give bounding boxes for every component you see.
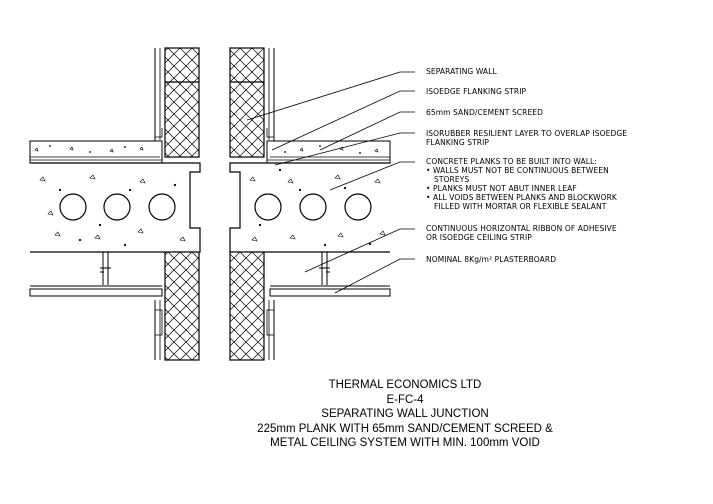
- label-flanking-strip: ISOEDGE FLANKING STRIP: [426, 87, 527, 96]
- label-resilient-layer-cont: FLANKING STRIP: [426, 138, 490, 147]
- title-block: THERMAL ECONOMICS LTD E-FC-4 SEPARATING …: [200, 378, 610, 451]
- label-planks-note-3: • ALL VOIDS BETWEEN PLANKS AND BLOCKWORK: [426, 193, 617, 202]
- label-separating-wall: SEPARATING WALL: [426, 67, 497, 76]
- label-planks-note-1: • WALLS MUST NOT BE CONTINUOUS BETWEEN: [426, 166, 609, 175]
- label-plasterboard: NOMINAL 8Kg/m² PLASTERBOARD: [426, 255, 557, 264]
- right-screed: [266, 140, 391, 164]
- left-wall-upper: [154, 47, 200, 158]
- left-ceiling: [29, 252, 163, 297]
- label-adhesive-ribbon: CONTINUOUS HORIZONTAL RIBBON OF ADHESIVE: [426, 224, 617, 233]
- left-wall-lower: [154, 249, 200, 361]
- leader-lines: [246, 71, 415, 294]
- right-concrete-plank: [229, 162, 390, 253]
- drawing-subtitle-2: METAL CEILING SYSTEM WITH MIN. 100mm VOI…: [270, 437, 540, 449]
- label-resilient-layer: ISORUBBER RESILIENT LAYER TO OVERLAP ISO…: [426, 129, 628, 138]
- drawing-subtitle-1: 225mm PLANK WITH 65mm SAND/CEMENT SCREED…: [257, 422, 553, 435]
- company-name: THERMAL ECONOMICS LTD: [328, 379, 482, 391]
- right-wall-lower: [229, 249, 275, 361]
- label-adhesive-ribbon-cont: OR ISOEDGE CEILING STRIP: [426, 233, 532, 242]
- label-planks-note-2: • PLANKS MUST NOT ABUT INNER LEAF: [426, 184, 577, 193]
- label-concrete-planks: CONCRETE PLANKS TO BE BUILT INTO WALL:: [426, 157, 597, 166]
- label-screed: 65mm SAND/CEMENT SCREED: [426, 108, 544, 117]
- right-wall-upper: [229, 47, 275, 158]
- label-planks-note-1-cont: STOREYS: [434, 175, 470, 184]
- right-ceiling: [269, 252, 391, 297]
- left-concrete-plank: [30, 162, 201, 253]
- concrete-aggregate: [34, 145, 386, 247]
- left-screed: [29, 140, 163, 164]
- drawing-code: E-FC-4: [386, 393, 424, 406]
- label-planks-note-3-cont: FILLED WITH MORTAR OR FLEXIBLE SEALANT: [434, 202, 607, 211]
- drawing-title: SEPARATING WALL JUNCTION: [321, 408, 489, 420]
